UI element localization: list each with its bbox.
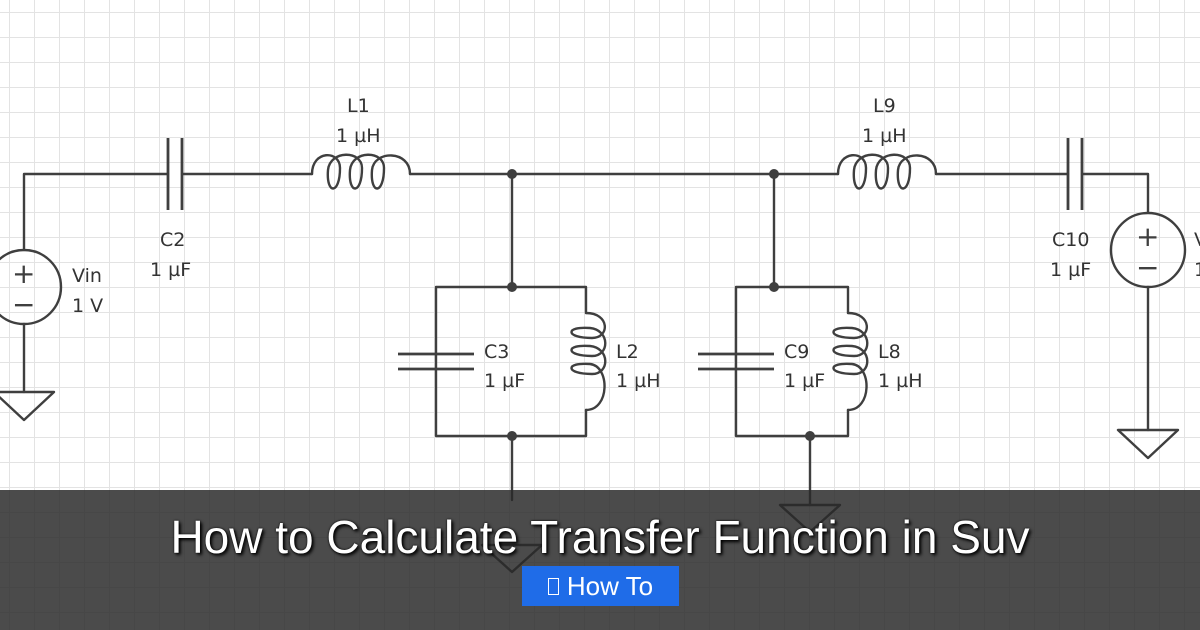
label-l9-ref: L9 [873,95,896,117]
svg-text:+: + [12,257,35,290]
how-to-badge-label: How To [566,570,654,601]
inductor-l8-symbol [832,311,869,412]
svg-text:−: − [1136,251,1159,284]
junction-dot [507,282,517,292]
tank-right-wires [734,172,850,507]
junction-dot [805,431,815,441]
capacitor-c9-symbol [698,352,774,371]
voltage-source-vin-symbol: + − [0,248,63,422]
junction-dot [769,169,779,179]
junction-dot [507,169,517,179]
inductor-l9-symbol [836,153,938,190]
label-c9-ref: C9 [784,341,809,363]
tank-left-wires [434,172,588,502]
title-banner-overlay [0,490,1200,630]
capacitor-c2-symbol [166,138,184,210]
how-to-badge[interactable]: How To [522,566,679,606]
junction-dot [507,431,517,441]
label-l2-ref: L2 [616,341,639,363]
label-c2-ref: C2 [160,229,185,251]
book-icon [547,577,559,595]
label-c2-value: 1 µF [150,259,191,281]
junction-dot [769,282,779,292]
wire-top-right [934,172,1150,214]
voltage-source-right-symbol: + − [1109,211,1187,460]
label-c10-value: 1 µF [1050,259,1091,281]
wire-top-left [22,172,314,252]
label-l1-value: 1 µH [336,125,381,147]
label-l2-value: 1 µH [616,370,661,392]
svg-text:+: + [1136,220,1159,253]
page-title: How to Calculate Transfer Function in Su… [170,511,1030,563]
label-l1-ref: L1 [347,95,370,117]
label-vin-value: 1 V [72,295,103,317]
label-c3-ref: C3 [484,341,509,363]
label-c3-value: 1 µF [484,370,525,392]
label-c10-ref: C10 [1052,229,1089,251]
capacitor-c10-symbol [1066,138,1084,210]
inductor-l2-symbol [570,311,607,412]
svg-text:−: − [12,288,35,321]
label-l9-value: 1 µH [862,125,907,147]
label-l8-value: 1 µH [878,370,923,392]
label-vin-ref: Vin [72,265,102,287]
capacitor-c3-symbol [398,352,474,371]
label-c9-value: 1 µF [784,370,825,392]
inductor-l1-symbol [310,153,412,190]
label-right-source-ref: V [1194,229,1200,251]
label-right-source-value: 1 [1194,259,1200,281]
label-l8-ref: L8 [878,341,901,363]
